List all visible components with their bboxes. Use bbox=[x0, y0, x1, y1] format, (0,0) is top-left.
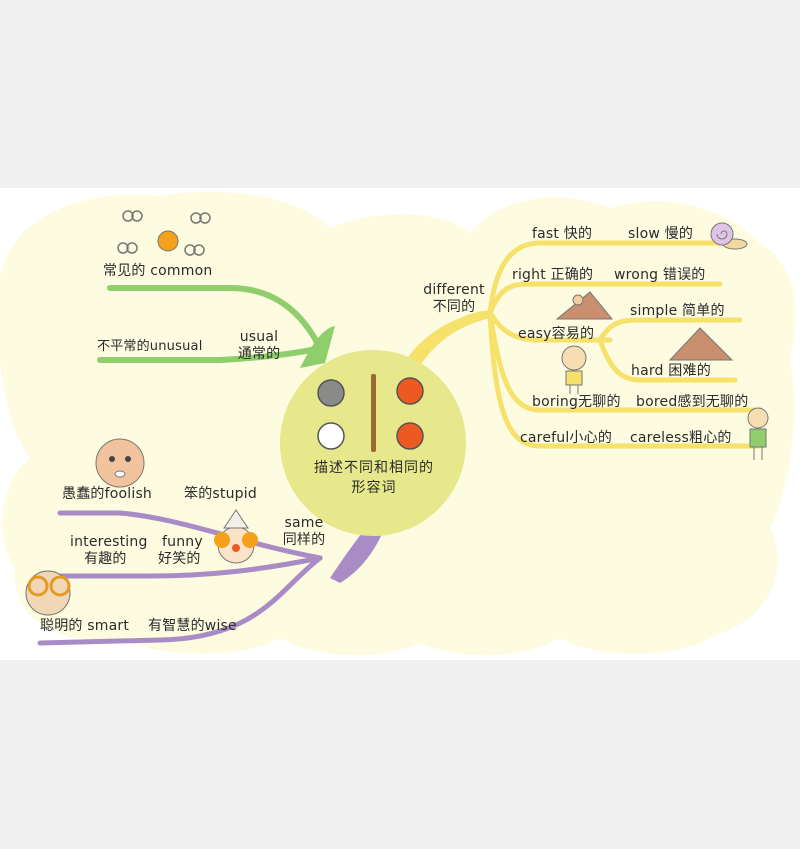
white-ball-icon bbox=[317, 422, 345, 450]
label-common: 常见的 common bbox=[103, 263, 213, 279]
orange-ball-icon-top bbox=[396, 377, 424, 405]
rings-illustration bbox=[117, 210, 211, 256]
branch-different-root bbox=[400, 310, 490, 378]
hill-easy-illustration bbox=[555, 291, 614, 320]
gray-ball-icon bbox=[317, 379, 345, 407]
label-wise: 有智慧的wise bbox=[148, 618, 237, 634]
label-different-en: different bbox=[423, 282, 485, 298]
bored-boy-illustration bbox=[561, 345, 587, 394]
center-divider bbox=[371, 374, 376, 452]
label-interesting: interesting 有趣的 bbox=[70, 534, 148, 568]
center-title-line2: 形容词 bbox=[351, 480, 397, 496]
label-stupid: 笨的stupid bbox=[184, 486, 257, 502]
label-bored: bored感到无聊的 bbox=[636, 394, 749, 410]
foolish-face-illustration bbox=[95, 438, 145, 488]
branch-usual-common bbox=[107, 285, 323, 351]
mind-map-canvas: 描述不同和相同的 形容词 常见的 common 不平常的unusual usua… bbox=[0, 188, 800, 660]
label-fast: fast 快的 bbox=[532, 226, 593, 242]
label-wrong: wrong 错误的 bbox=[614, 267, 706, 283]
careless-person-illustration bbox=[747, 407, 769, 460]
label-smart: 聪明的 smart bbox=[40, 618, 130, 634]
label-interesting-en: interesting bbox=[70, 534, 148, 550]
label-same: same 同样的 bbox=[276, 515, 332, 549]
label-funny-en: funny bbox=[162, 534, 203, 550]
orange-ball-illustration bbox=[157, 230, 179, 252]
label-slow: slow 慢的 bbox=[628, 226, 694, 242]
center-title: 描述不同和相同的 形容词 bbox=[286, 458, 462, 498]
label-careless: careless粗心的 bbox=[630, 430, 732, 446]
label-careful: careful小心的 bbox=[520, 430, 613, 446]
clown-illustration bbox=[214, 509, 258, 564]
label-funny-cn: 好笑的 bbox=[158, 551, 201, 567]
label-easy: easy容易的 bbox=[518, 326, 595, 342]
mind-map-background bbox=[0, 191, 796, 656]
climber-icon bbox=[572, 294, 584, 306]
label-simple: simple 简单的 bbox=[630, 303, 725, 319]
label-same-cn: 同样的 bbox=[282, 532, 326, 548]
label-usual: usual 通常的 bbox=[232, 329, 286, 363]
label-foolish: 愚蠢的foolish bbox=[62, 486, 153, 502]
label-usual-en: usual bbox=[239, 329, 279, 345]
smart-face-illustration bbox=[25, 570, 71, 616]
label-interesting-cn: 有趣的 bbox=[84, 551, 127, 567]
branch-same-lines bbox=[37, 510, 323, 646]
label-usual-cn: 通常的 bbox=[237, 346, 281, 362]
label-same-en: same bbox=[284, 515, 324, 531]
branch-different-lines bbox=[417, 240, 763, 449]
label-right: right 正确的 bbox=[512, 267, 594, 283]
center-title-line1: 描述不同和相同的 bbox=[314, 460, 434, 476]
label-different-cn: 不同的 bbox=[432, 299, 476, 315]
label-unusual: 不平常的unusual bbox=[97, 339, 203, 354]
hill-hard-illustration bbox=[668, 327, 734, 361]
label-boring: boring无聊的 bbox=[532, 394, 621, 410]
snail-illustration bbox=[710, 222, 748, 250]
label-funny: funny 好笑的 bbox=[158, 534, 203, 568]
label-different: different 不同的 bbox=[418, 282, 490, 316]
label-hard: hard 困难的 bbox=[631, 363, 711, 379]
orange-ball-icon-bottom bbox=[396, 422, 424, 450]
branch-usual-root bbox=[300, 326, 335, 368]
